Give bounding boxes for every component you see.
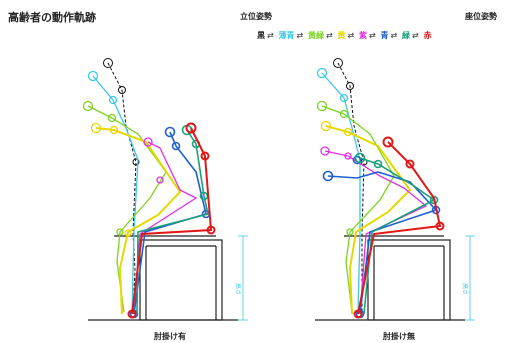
seat-height-label: 高さ xyxy=(234,283,242,295)
trajectory-red xyxy=(127,122,216,319)
trajectory-light-blue xyxy=(87,70,139,315)
legend-color-3: 黄 xyxy=(337,31,346,40)
standing-posture-label: 立位姿勢 xyxy=(240,12,272,21)
trajectory-yellow xyxy=(90,122,182,315)
trajectory-purple xyxy=(320,146,428,315)
trajectory-yellow xyxy=(320,120,412,315)
legend-color-5: 青 xyxy=(380,31,389,40)
legend-color-1: 薄青 xyxy=(278,31,295,40)
legend-color-4: 紫 xyxy=(359,31,367,40)
color-sequence-legend: 黒⇄ 薄青⇄ 黄緑⇄ 黄⇄ 紫⇄ 青⇄ 緑⇄ 赤 xyxy=(257,30,434,41)
left-panel: 高さ xyxy=(82,58,248,321)
legend-arrow-icon: ⇄ xyxy=(412,31,419,40)
legend-arrow-icon: ⇄ xyxy=(296,31,304,40)
legend-arrow-icon: ⇄ xyxy=(326,31,333,40)
trajectory-yellow-green xyxy=(82,100,167,313)
trajectory-black xyxy=(333,58,368,314)
sitting-posture-label: 座位姿勢 xyxy=(465,12,497,21)
legend-arrow-icon: ⇄ xyxy=(347,31,355,40)
legend-arrow-icon: ⇄ xyxy=(390,31,398,40)
legend-arrow-icon: ⇄ xyxy=(267,31,274,40)
trajectory-yellow-green xyxy=(316,100,395,313)
right-panel-caption: 肘掛け無 xyxy=(383,332,415,341)
trajectory-blue xyxy=(322,155,441,319)
legend-color-0: 黒 xyxy=(257,31,265,40)
legend-color-7: 赤 xyxy=(423,31,432,40)
trajectory-black xyxy=(103,58,140,315)
left-panel-caption: 肘掛け有 xyxy=(154,332,186,341)
right-panel: 高さ xyxy=(315,58,475,321)
trajectory-red xyxy=(353,136,445,319)
chair-with-armrest xyxy=(114,235,223,321)
legend-color-6: 緑 xyxy=(402,31,410,40)
legend-color-2: 黄緑 xyxy=(308,31,324,40)
trajectory-purple xyxy=(133,137,198,315)
trajectory-light-blue xyxy=(316,67,361,315)
legend-arrow-icon: ⇄ xyxy=(369,31,376,40)
page-title: 高齢者の動作軌跡 xyxy=(8,11,96,24)
seat-height-label: 高さ xyxy=(461,283,469,295)
